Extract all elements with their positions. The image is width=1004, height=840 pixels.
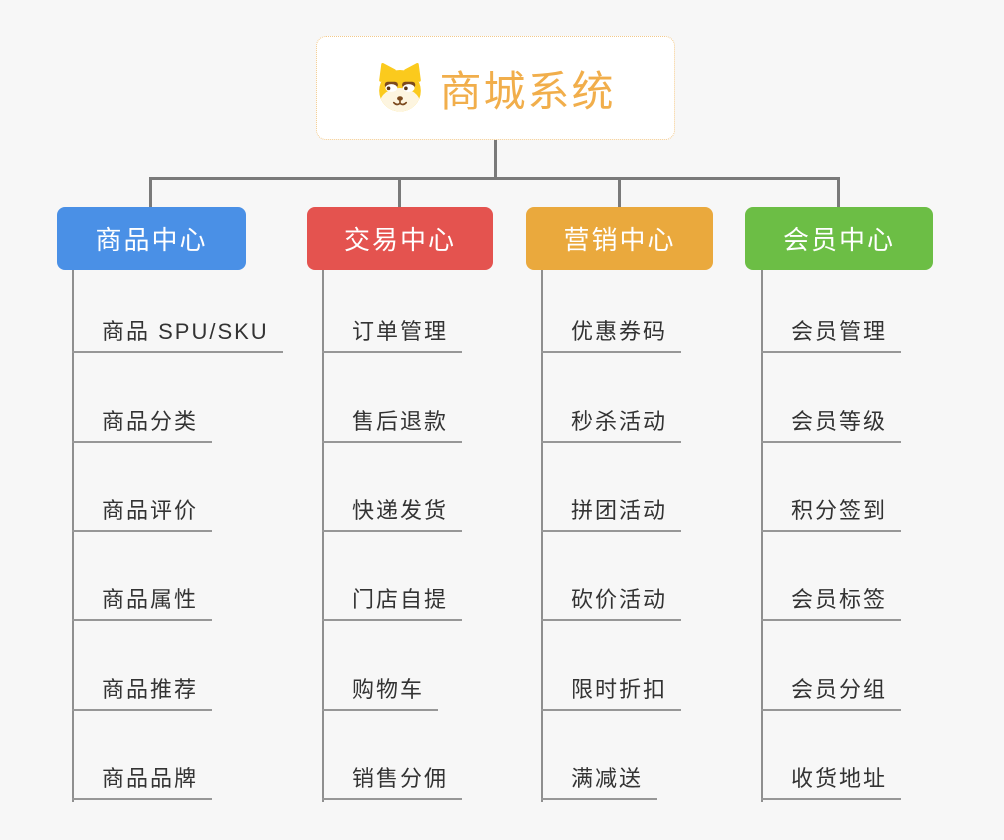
leaf-node[interactable]: 拼团活动 — [541, 490, 682, 532]
trunk-trade-center — [322, 270, 324, 802]
leaf-node[interactable]: 积分签到 — [761, 490, 902, 532]
leaf-node[interactable]: 满减送 — [541, 758, 658, 800]
connector-bus — [149, 177, 839, 180]
connector-drop-members — [837, 177, 840, 208]
leaf-node[interactable]: 商品评价 — [72, 490, 213, 532]
leaf-node[interactable]: 商品推荐 — [72, 669, 213, 711]
leaf-node[interactable]: 会员标签 — [761, 579, 902, 621]
leaf-node[interactable]: 会员管理 — [761, 311, 902, 353]
branch-node-marketing-center[interactable]: 营销中心 — [526, 207, 713, 270]
leaf-node[interactable]: 商品品牌 — [72, 758, 213, 800]
leaf-node[interactable]: 优惠券码 — [541, 311, 682, 353]
connector-drop-marketing — [618, 177, 621, 208]
branch-node-member-center[interactable]: 会员中心 — [745, 207, 933, 270]
leaf-node[interactable]: 门店自提 — [322, 579, 463, 621]
branch-node-product-center[interactable]: 商品中心 — [57, 207, 246, 270]
trunk-product-center — [72, 270, 74, 802]
leaf-node[interactable]: 限时折扣 — [541, 669, 682, 711]
leaf-node[interactable]: 商品属性 — [72, 579, 213, 621]
branch-node-trade-center[interactable]: 交易中心 — [307, 207, 493, 270]
leaf-node[interactable]: 购物车 — [322, 669, 439, 711]
leaf-node[interactable]: 订单管理 — [322, 311, 463, 353]
leaf-node[interactable]: 秒杀活动 — [541, 401, 682, 443]
connector-root-stem — [494, 140, 497, 179]
leaf-node[interactable]: 快递发货 — [322, 490, 463, 532]
leaf-node[interactable]: 商品分类 — [72, 401, 213, 443]
dog-face-icon — [375, 61, 425, 115]
trunk-member-center — [761, 270, 763, 802]
leaf-node[interactable]: 砍价活动 — [541, 579, 682, 621]
leaf-node[interactable]: 会员分组 — [761, 669, 902, 711]
connector-drop-products — [149, 177, 152, 208]
leaf-node[interactable]: 会员等级 — [761, 401, 902, 443]
trunk-marketing-center — [541, 270, 543, 802]
leaf-node[interactable]: 商品 SPU/SKU — [72, 311, 283, 353]
leaf-node[interactable]: 销售分佣 — [322, 758, 463, 800]
connector-drop-trade — [398, 177, 401, 208]
root-node-mall-system[interactable]: 商城系统 — [316, 36, 675, 140]
leaf-node[interactable]: 售后退款 — [322, 401, 463, 443]
leaf-node[interactable]: 收货地址 — [761, 758, 902, 800]
root-title: 商城系统 — [439, 67, 616, 115]
